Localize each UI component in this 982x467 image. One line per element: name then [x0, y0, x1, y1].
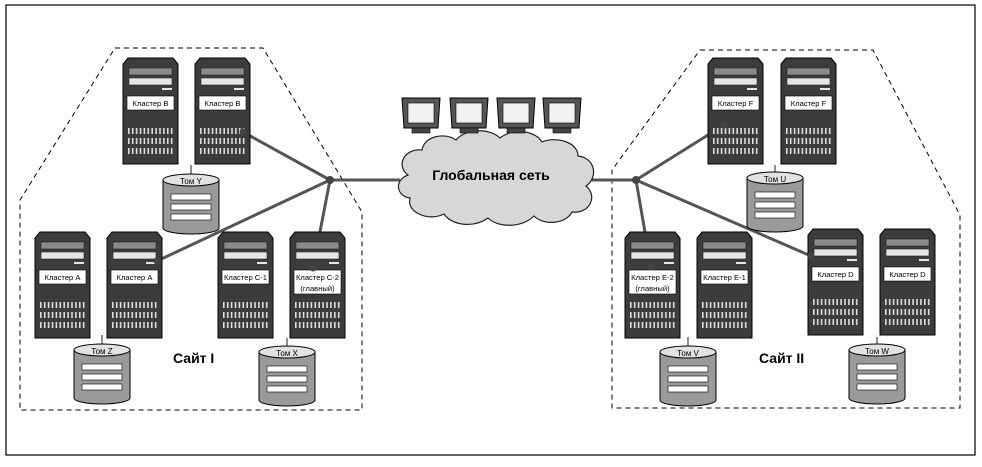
volume-label: Том X: [276, 349, 298, 358]
volume-x: Том X: [258, 345, 316, 407]
volume-label: Том Z: [91, 347, 112, 356]
server-label: Кластер A: [117, 273, 154, 282]
server-label: Кластер C-1: [224, 273, 267, 282]
server-vents: [40, 302, 85, 328]
server-vents: [630, 302, 675, 328]
site-2-boundary: [611, 49, 961, 409]
server-label: Кластер E-2: [631, 273, 674, 282]
volume-label: Том Y: [180, 177, 202, 186]
workstations: [401, 97, 582, 134]
server-label: Кластер F: [718, 99, 754, 108]
server-label: Кластер B: [133, 99, 169, 108]
server-c2: Кластер C-2 (главный): [289, 231, 346, 339]
link-hub1-b2: [242, 130, 331, 182]
server-vents: [295, 302, 340, 328]
volume-z: Том Z: [73, 343, 131, 405]
server-b2: Кластер B: [194, 57, 251, 165]
server-vents: [128, 128, 173, 154]
link-hub2-d1: [635, 178, 812, 258]
server-vents: [813, 299, 858, 325]
server-vents: [885, 299, 930, 325]
site-2-label: Сайт II: [759, 350, 804, 366]
server-b1: Кластер B: [122, 57, 179, 165]
server-label: Кластер D: [889, 270, 926, 279]
site-1-label: Сайт I: [173, 350, 214, 366]
wan-cloud: Глобальная сеть: [397, 130, 595, 226]
server-vents: [713, 128, 758, 154]
volume-u: Том U: [746, 171, 804, 233]
monitor-icon: [401, 97, 441, 134]
server-a2: Кластер A: [106, 231, 163, 339]
volume-y: Том Y: [162, 173, 220, 235]
server-label: Кластер D: [817, 270, 854, 279]
server-vents: [223, 302, 268, 328]
wan-label: Глобальная сеть: [432, 167, 550, 183]
outer-frame: [5, 4, 976, 456]
cloud-shape: [397, 130, 595, 226]
server-c1: Кластер C-1: [217, 231, 274, 339]
server-label: Кластер B: [205, 99, 241, 108]
server-vents: [786, 128, 831, 154]
monitor-icon: [496, 97, 536, 134]
server-label: Кластер E-1: [703, 273, 746, 282]
volume-label: Том U: [764, 175, 786, 184]
server-label: Кластер F: [791, 99, 827, 108]
link-hub1-a2: [156, 178, 331, 263]
volume-w: Том W: [848, 343, 906, 405]
server-d2: Кластер D: [879, 228, 936, 336]
server-a1: Кластер A: [34, 231, 91, 339]
hub-site-1: [326, 176, 334, 184]
server-d1: Кластер D: [807, 228, 864, 336]
hub-site-2: [632, 176, 640, 184]
server-vents: [112, 302, 157, 328]
volume-label: Том W: [865, 347, 889, 356]
server-f1: Кластер F: [707, 57, 764, 165]
volume-v: Том V: [659, 345, 717, 407]
server-e1: Кластер E-1: [696, 231, 753, 339]
monitor-icon: [449, 97, 489, 134]
link-endpoints: [153, 121, 815, 272]
server-e2: Кластер E-2 (главный): [624, 231, 681, 339]
volume-label: Том V: [677, 349, 699, 358]
server-f2: Кластер F: [780, 57, 837, 165]
server-label: (главный): [300, 284, 335, 293]
site-1-boundary: [19, 47, 363, 411]
server-label: Кластер C-2: [296, 273, 339, 282]
server-label: (главный): [635, 284, 670, 293]
server-vents: [702, 302, 747, 328]
monitor-icon: [542, 97, 582, 134]
server-label: Кластер A: [45, 273, 82, 282]
